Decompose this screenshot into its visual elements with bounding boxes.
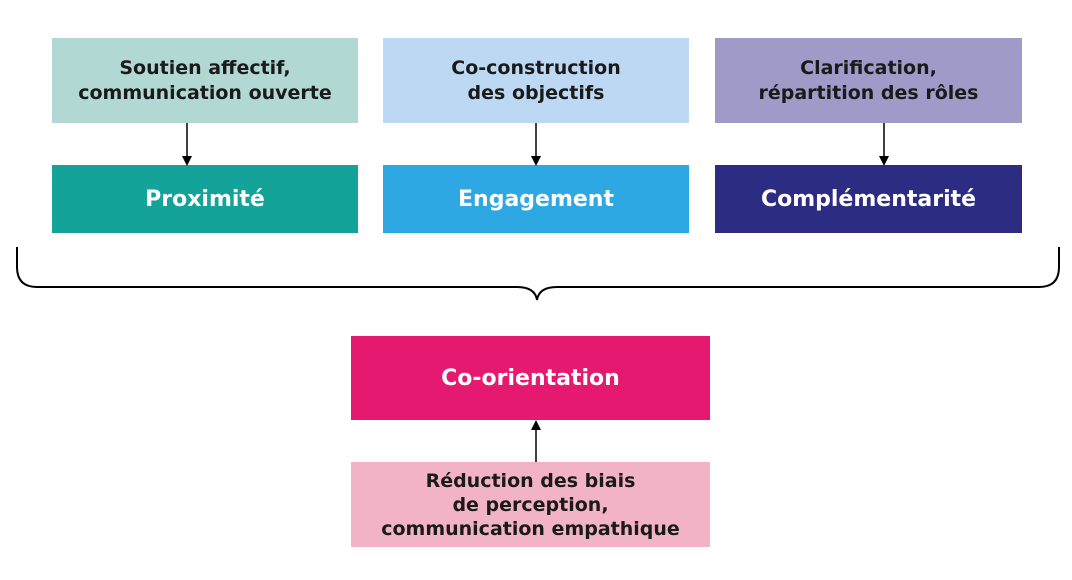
box-complementarite-label: Complémentarité: [760, 186, 977, 212]
box-reduction-biais: Réduction des biais de perception, commu…: [351, 462, 710, 547]
box-co-orientation: Co-orientation: [351, 336, 710, 420]
box-proximite-label: Proximité: [145, 186, 265, 212]
box-clarification-label: Clarification, répartition des rôles: [758, 56, 979, 104]
box-soutien-affectif-label: Soutien affectif, communication ouverte: [78, 56, 332, 104]
box-co-construction: Co-construction des objectifs: [383, 38, 689, 123]
box-reduction-biais-label: Réduction des biais de perception, commu…: [381, 469, 680, 540]
box-soutien-affectif: Soutien affectif, communication ouverte: [52, 38, 358, 123]
box-co-construction-label: Co-construction des objectifs: [451, 56, 621, 104]
box-clarification: Clarification, répartition des rôles: [715, 38, 1022, 123]
box-proximite: Proximité: [52, 165, 358, 233]
box-co-orientation-label: Co-orientation: [441, 365, 620, 391]
curly-brace: [16, 247, 1060, 301]
box-engagement: Engagement: [383, 165, 689, 233]
box-engagement-label: Engagement: [458, 186, 614, 212]
box-complementarite: Complémentarité: [715, 165, 1022, 233]
